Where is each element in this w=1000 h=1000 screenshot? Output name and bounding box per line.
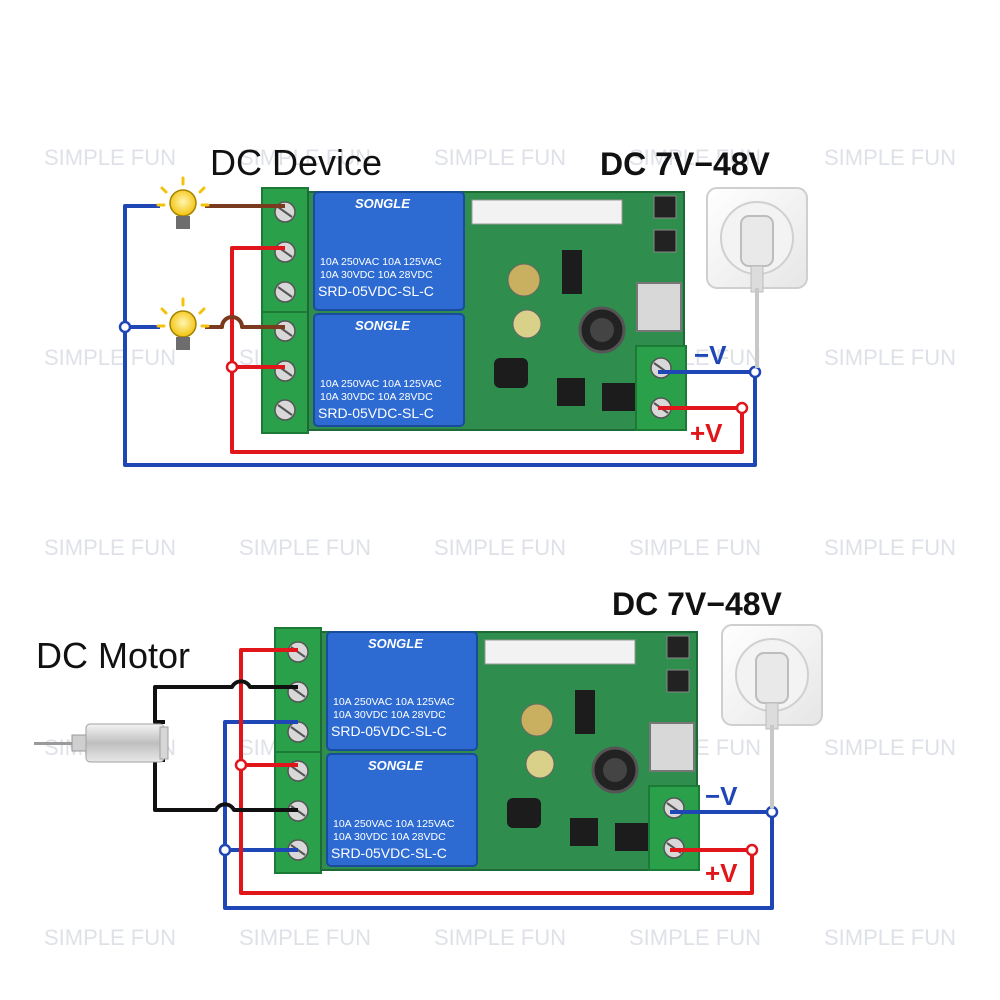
relay-model: SRD-05VDC-SL-C [318,405,434,421]
watermark-text: SIMPLE FUN [434,145,566,170]
load-label: DC Device [210,142,382,183]
relay-model: SRD-05VDC-SL-C [331,723,447,739]
watermark-text: SIMPLE FUN [44,925,176,950]
relay-rating-line: 10A 250VAC 10A 125VAC [333,696,455,708]
pos-supply-wire [230,246,744,454]
relay-rating-line: 10A 30VDC 10A 28VDC [320,269,433,281]
neg-supply-wire [123,204,757,467]
dc-motor-icon [34,723,169,763]
supply-voltage-label: DC 7V−48V [600,146,771,182]
relay-brand: SONGLE [355,318,410,333]
watermark-text: SIMPLE FUN [239,925,371,950]
load-label: DC Motor [36,635,190,676]
relay-rating-line: 10A 30VDC 10A 28VDC [333,831,446,843]
motor-wire [153,758,298,812]
pos-supply-wire [239,648,754,895]
bulb-icon [156,176,210,229]
relay-rating-line: 10A 250VAC 10A 125VAC [320,378,442,390]
relay-rating-line: 10A 250VAC 10A 125VAC [320,256,442,268]
motor-wire [153,679,298,724]
power-outlet-icon [706,187,808,293]
neg-supply-wire [223,720,774,910]
relay-rating-line: 10A 250VAC 10A 125VAC [333,818,455,830]
relay-brand: SONGLE [368,636,423,651]
relay-model: SRD-05VDC-SL-C [318,283,434,299]
relay-rating-line: 10A 30VDC 10A 28VDC [333,709,446,721]
watermark-text: SIMPLE FUN [629,925,761,950]
watermark-text: SIMPLE FUN [44,145,176,170]
watermark-text: SIMPLE FUN [434,925,566,950]
watermark-text: SIMPLE FUN [629,535,761,560]
watermark-text: SIMPLE FUN [239,145,371,170]
bottom-diagram: SONGLE 10A 250VAC 10A 125VAC 10A 30VDC 1… [34,586,823,910]
watermark-text: SIMPLE FUN [434,535,566,560]
bulb-icon [156,297,210,350]
watermark-text: SIMPLE FUN [824,345,956,370]
pos-voltage-label: +V [690,418,723,448]
watermark-text: SIMPLE FUN [44,535,176,560]
neg-voltage-label: −V [694,340,727,370]
supply-voltage-label: DC 7V−48V [612,586,783,622]
relay-model: SRD-05VDC-SL-C [331,845,447,861]
watermark-text: SIMPLE FUN [629,145,761,170]
load-wire [205,315,285,329]
watermark-text: SIMPLE FUN [824,735,956,760]
relay-brand: SONGLE [368,758,423,773]
top-diagram: SONGLE 10A 250VAC 10A 125VAC 10A 30VDC 1… [118,142,808,467]
watermark-text: SIMPLE FUN [239,535,371,560]
relay-rating-line: 10A 30VDC 10A 28VDC [320,391,433,403]
relay-brand: SONGLE [355,196,410,211]
power-outlet-icon [721,624,823,730]
neg-voltage-label: −V [705,781,738,811]
watermark-text: SIMPLE FUN [824,925,956,950]
watermark-text: SIMPLE FUN [44,345,176,370]
watermark-text: SIMPLE FUN [824,535,956,560]
watermark-text: SIMPLE FUN [824,145,956,170]
pos-voltage-label: +V [705,858,738,888]
